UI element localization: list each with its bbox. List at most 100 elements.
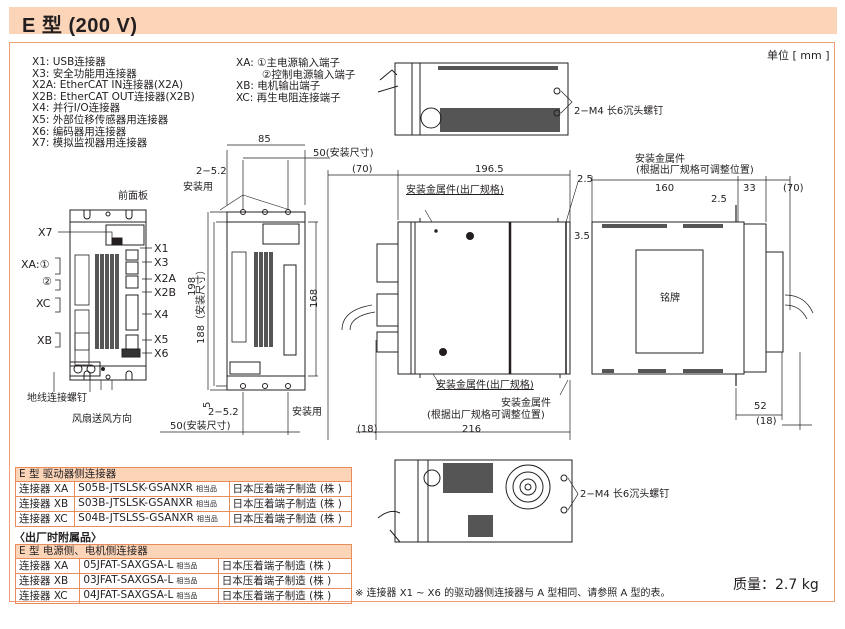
fan-direction-label: 风扇送风方向 — [72, 414, 132, 425]
connector-name: 连接器 XC — [14, 588, 81, 604]
accessories-title: 〈出厂时附属品〉 — [14, 531, 102, 544]
dim-rear-cable: (70) — [783, 183, 804, 194]
equivalent-note: 相当品 — [176, 592, 198, 600]
dim-height-inner: 168 — [309, 288, 320, 308]
connector-legend: X1: USB连接器 X3: 安全功能用连接器 X2A: EtherCAT IN… — [32, 56, 195, 150]
dim-mount-bottom: 50(安装尺寸) — [170, 421, 231, 432]
connector-name: 连接器 XA — [14, 481, 76, 497]
legend-item: X2A: EtherCAT IN连接器(X2A) — [32, 79, 184, 92]
ground-screw-label: 地线连接螺钉 — [27, 393, 87, 404]
page-title: E 型 (200 V) — [22, 15, 138, 37]
manufacturer: 日本压着端子制造 (株 ) — [217, 573, 353, 589]
label-xb: XB — [37, 334, 53, 347]
dim-bracket-height: 3.5 — [574, 231, 590, 242]
top-screw-label: 2−M4 长6沉头螺钉 — [574, 106, 664, 117]
dim-front-offset: (18) — [357, 424, 378, 435]
mount-view-drawing — [160, 144, 330, 435]
terminal-legend: XA: ①主电源输入端子 ②控制电源输入端子 XB: 电机输出端子 XC: 再生… — [236, 57, 356, 104]
legend-item: X1: USB连接器 — [32, 56, 106, 68]
label-x2a: X2A — [154, 272, 177, 285]
bracket-factory-top: 安装金属件(出厂规格) — [406, 185, 504, 196]
connector-name: 连接器 XA — [14, 558, 81, 574]
bracket-adjustable-bottom-1: 安装金属件 — [501, 398, 551, 409]
dim-bracket-offset: 2.5 — [577, 174, 593, 185]
legend-item: X4: 并行I/O连接器 — [32, 102, 121, 115]
dim-depth: 196.5 — [475, 164, 504, 175]
label-x4: X4 — [154, 308, 169, 321]
bracket-adjustable-bottom-2: (根据出厂规格可调整位置) — [427, 410, 545, 421]
part-code: 03JFAT-SAXGSA-L — [83, 574, 174, 586]
label-x1: X1 — [154, 242, 169, 255]
equivalent-note: 相当品 — [195, 485, 217, 493]
dim-rear-offset: 2.5 — [711, 194, 727, 205]
label-xc: XC — [36, 297, 51, 310]
mount-label-bottom: 安装用 — [292, 407, 322, 418]
legend-item: X5: 外部位移传感器用连接器 — [32, 113, 169, 126]
label-xa: XA:① — [21, 258, 50, 271]
dim-side-cable: (70) — [352, 164, 373, 175]
label-x2b: X2B — [154, 286, 177, 299]
label-x6: X6 — [154, 347, 169, 360]
dim-height-mount: 188（安装尺寸） — [196, 264, 207, 344]
rear-view-drawing — [591, 176, 814, 430]
table-header: E 型 电源侧、电机侧连接器 — [15, 544, 352, 559]
equivalent-note: 相当品 — [195, 500, 217, 508]
legend-item: X3: 安全功能用连接器 — [32, 67, 137, 80]
label-x7: X7 — [38, 226, 53, 239]
front-view-drawing — [53, 209, 152, 392]
bottom-screw-label: 2−M4 长6沉头螺钉 — [580, 489, 670, 500]
bracket-adjustable-top-2: (根据出厂规格可调整位置) — [636, 165, 754, 176]
dim-mount-top: 50(安装尺寸) — [313, 148, 374, 159]
dim-rear-bottom-offset: (18) — [756, 416, 777, 427]
legend-item: XC: 再生电阻连接端子 — [236, 91, 341, 104]
part-code: 05JFAT-SAXGSA-L — [83, 559, 174, 571]
legend-item: XB: 电机输出端子 — [236, 80, 321, 93]
connector-name: 连接器 XB — [14, 496, 76, 512]
drawing-frame — [9, 42, 835, 602]
label-x3: X3 — [154, 256, 169, 269]
legend-item: ②控制电源输入端子 — [262, 68, 356, 81]
title-bar: E 型 (200 V) — [9, 7, 837, 37]
side-view-drawing — [327, 170, 579, 440]
mass-label: 质量：2.7 kg — [733, 577, 819, 593]
dim-body: 160 — [655, 183, 675, 194]
dim-front: 33 — [743, 183, 756, 194]
equivalent-note: 相当品 — [196, 515, 218, 523]
bracket-adjustable-top-1: 安装金属件 — [635, 154, 685, 165]
legend-item: X7: 模拟监视器用连接器 — [32, 137, 148, 150]
bracket-factory-bottom: 安装金属件(出厂规格) — [436, 380, 534, 391]
legend-item: X6: 编码器用连接器 — [32, 125, 127, 138]
equivalent-note: 相当品 — [176, 577, 198, 585]
manufacturer: 日本压着端子制造 (株 ) — [217, 558, 353, 574]
unit-label: 单位 [ mm ] — [767, 49, 830, 62]
connector-name: 连接器 XB — [14, 573, 81, 589]
nameplate-label: 铭牌 — [660, 293, 680, 304]
top-view-drawing — [377, 62, 573, 136]
table-header: E 型 驱动器侧连接器 — [15, 467, 352, 482]
dim-hole-top: 2−5.2 — [196, 166, 227, 177]
bottom-view-drawing — [377, 459, 579, 543]
dim-hole-bottom: 2−5.2 — [208, 407, 239, 418]
legend-item: XA: ①主电源输入端子 — [236, 57, 340, 69]
front-panel-label: 前面板 — [118, 191, 148, 202]
manufacturer: 日本压着端子制造 (株 ) — [228, 481, 352, 497]
label-x5: X5 — [154, 333, 169, 346]
legend-item: X2B: EtherCAT OUT连接器(X2B) — [32, 90, 195, 103]
manufacturer: 日本压着端子制造 (株 ) — [228, 496, 352, 512]
equivalent-note: 相当品 — [176, 562, 198, 570]
part-code: S05B-JTSLSK-GSANXR — [78, 482, 193, 494]
